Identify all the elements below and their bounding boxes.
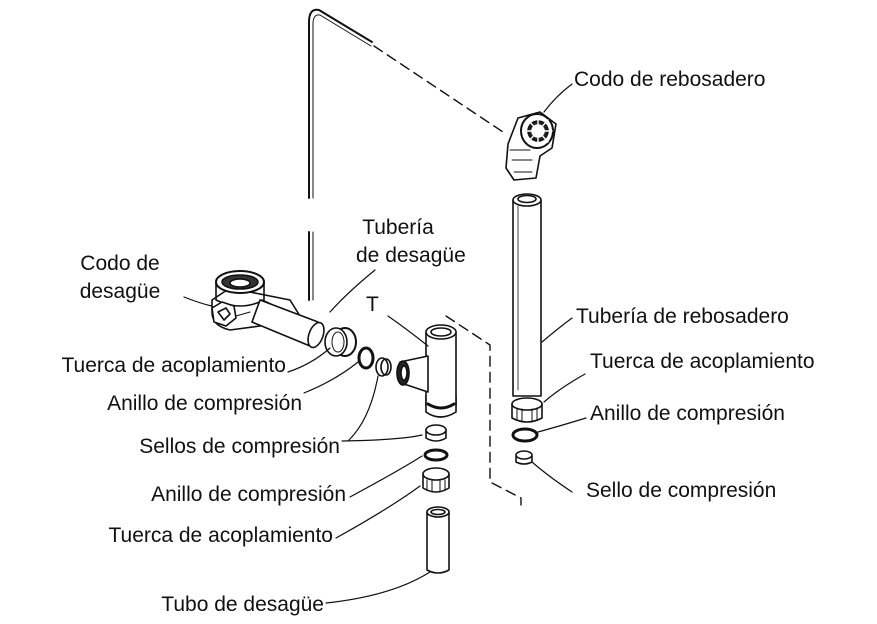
- label-tuberia-de-desague-line2: de desagüe: [356, 244, 466, 267]
- label-tuberia-de-rebosadero: Tubería de rebosadero: [576, 305, 789, 328]
- label-anillo-de-compresion-lower: Anillo de compresión: [151, 483, 346, 506]
- overflow-rod: [308, 8, 373, 301]
- label-tuerca-de-acoplamiento-left: Tuerca de acoplamiento: [61, 354, 286, 377]
- label-tuberia-de-desague-line1: Tubería: [362, 216, 434, 239]
- label-anillo-de-compresion-right: Anillo de compresión: [590, 402, 785, 425]
- left-coupling-stack: [324, 327, 392, 377]
- alignment-dashes: [373, 45, 522, 506]
- label-anillo-de-compresion-left: Anillo de compresión: [107, 392, 302, 415]
- label-tuerca-de-acoplamiento-lower: Tuerca de acoplamiento: [108, 524, 333, 547]
- tee-fitting: [396, 324, 457, 418]
- drain-tube: [251, 299, 325, 349]
- leader-lines: [183, 83, 587, 604]
- label-codo-de-desague-line1: Codo de: [80, 252, 160, 275]
- label-sellos-de-compresion: Sellos de compresión: [139, 435, 340, 458]
- overflow-tube: [512, 193, 542, 397]
- label-codo-de-desague-line2: desagüe: [79, 280, 161, 303]
- label-tuerca-de-acoplamiento-right: Tuerca de acoplamiento: [590, 350, 815, 373]
- label-tubo-de-desague: Tubo de desagüe: [161, 593, 324, 616]
- right-coupling-stack: [511, 397, 543, 465]
- label-codo-de-rebosadero: Codo de rebosadero: [574, 68, 766, 91]
- label-sello-de-compresion: Sello de compresión: [586, 479, 777, 502]
- lower-stack: [422, 424, 450, 574]
- label-t: T: [366, 293, 379, 316]
- overflow-elbow: [505, 111, 557, 181]
